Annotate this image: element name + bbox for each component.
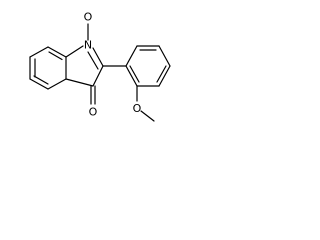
bond [29, 78, 49, 90]
double-bond-inner [156, 65, 167, 83]
methyl-bond [140, 110, 155, 122]
bond [158, 65, 171, 87]
n-oxide-o-label: O [84, 11, 93, 24]
double-bond-inner [48, 51, 63, 61]
pyrrole-ring [65, 45, 104, 87]
structure-diagram: N O O O [0, 0, 209, 150]
bond [125, 65, 138, 87]
bond [47, 46, 67, 58]
phenyl-ring [125, 45, 171, 87]
bond [92, 47, 104, 67]
carbonyl-o-label: O [89, 106, 98, 119]
bond [92, 65, 104, 87]
double-bond-inner [129, 65, 140, 83]
bond [158, 45, 171, 67]
benzo-ring [29, 46, 67, 90]
bond [65, 45, 84, 58]
molecule-drawing: N O O O [29, 11, 171, 122]
n-atom-label: N [84, 39, 92, 52]
methoxy-o-label: O [133, 102, 142, 115]
bond [29, 46, 49, 58]
bond [125, 45, 138, 67]
double-bond-inner [87, 51, 99, 70]
bond [65, 78, 94, 87]
double-bond-inner [33, 75, 49, 85]
bond [47, 78, 67, 90]
